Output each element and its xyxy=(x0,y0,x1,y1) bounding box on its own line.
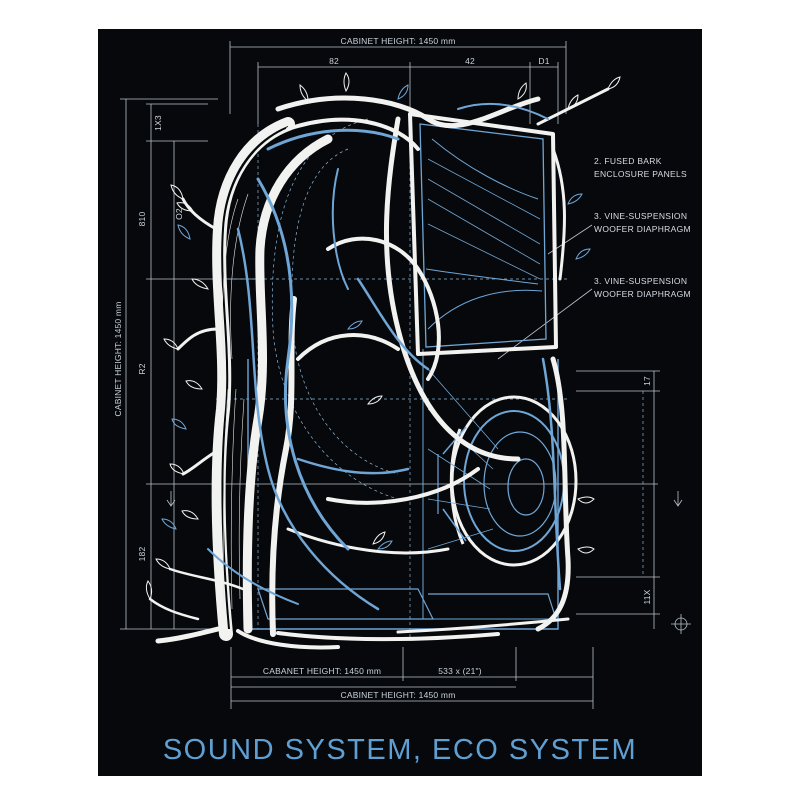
dimension-text: CABINET HEIGHT: 1450 mm 82 42 D1 CABINET… xyxy=(113,36,652,700)
left-dimension-segment: O2 xyxy=(174,208,184,220)
callout-line: 3. VINE-SUSPENSION xyxy=(594,211,687,221)
bottom-dimension-label: 533 x (21") xyxy=(438,666,482,676)
callout-line: ENCLOSURE PANELS xyxy=(594,169,687,179)
top-dimension-segment: D1 xyxy=(538,56,549,66)
tree-roots-illustration xyxy=(145,72,621,650)
callout-line: 3. VINE-SUSPENSION xyxy=(594,276,687,286)
callouts: 2. FUSED BARK ENCLOSURE PANELS 3. VINE-S… xyxy=(497,156,691,360)
callout-line: WOOFER DIAPHRAGM xyxy=(594,289,691,299)
bottom-dimension-label: CABANET HEIGHT: 1450 mm xyxy=(263,666,381,676)
right-dimension-segment: 11X xyxy=(642,589,652,604)
left-dimension-label: CABINET HEIGHT: 1450 mm xyxy=(113,302,123,417)
left-dimension-segment: 1X3 xyxy=(153,115,163,131)
speaker-cabinet xyxy=(247,112,578,630)
speaker-blueprint-illustration: CABINET HEIGHT: 1450 mm 82 42 D1 CABINET… xyxy=(113,36,691,709)
left-dimension-segment: R2 xyxy=(137,363,147,374)
left-dimension-segment: 182 xyxy=(137,547,147,562)
right-dimension-segment: 17 xyxy=(642,376,652,386)
callout-line: WOOFER DIAPHRAGM xyxy=(594,224,691,234)
top-dimension-label: CABINET HEIGHT: 1450 mm xyxy=(341,36,456,46)
poster: CABINET HEIGHT: 1450 mm 82 42 D1 CABINET… xyxy=(98,29,702,776)
dimension-lines xyxy=(120,41,691,709)
callout-line: 2. FUSED BARK xyxy=(594,156,662,166)
top-dimension-segment: 82 xyxy=(329,56,339,66)
left-dimension-segment: 810 xyxy=(137,212,147,227)
top-dimension-segment: 42 xyxy=(465,56,475,66)
bottom-dimension-label: CABINET HEIGHT: 1450 mm xyxy=(341,690,456,700)
poster-title: SOUND SYSTEM, ECO SYSTEM xyxy=(162,734,638,766)
